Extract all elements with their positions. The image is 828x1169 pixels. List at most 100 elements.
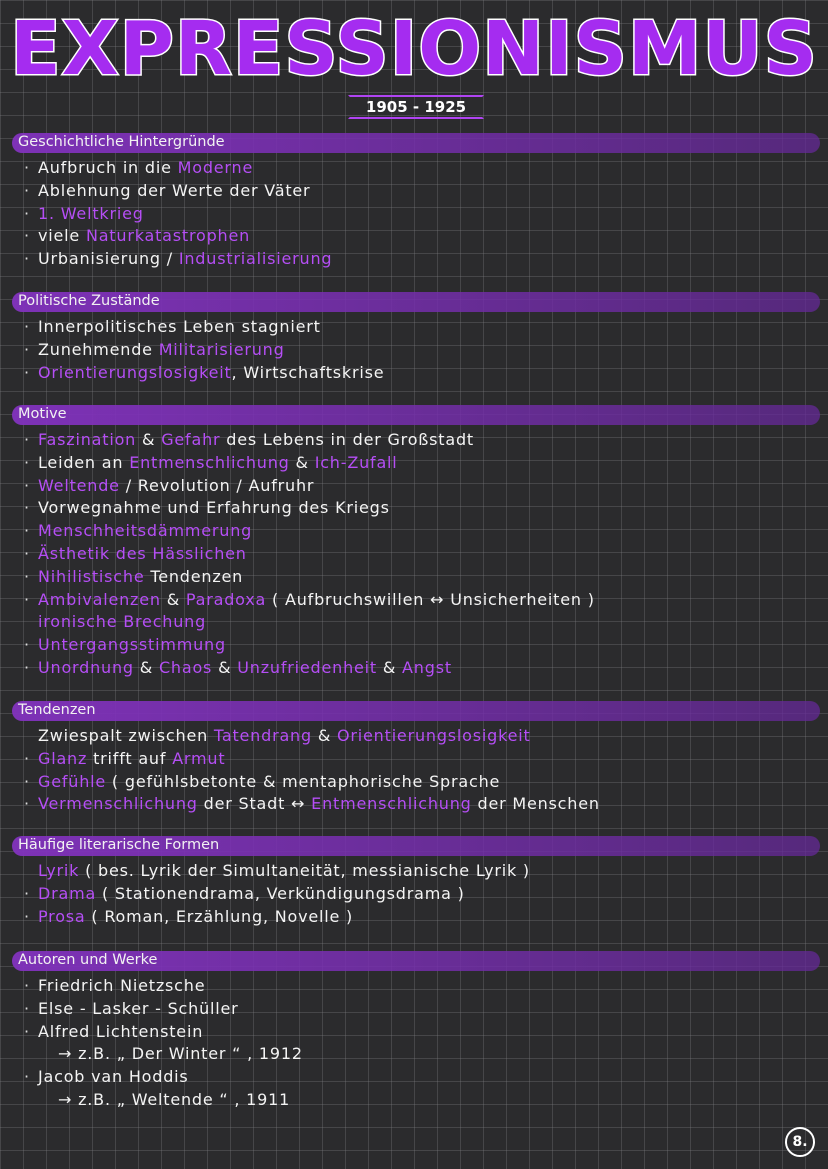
highlighted-term: Entmenschlichung	[129, 452, 290, 472]
list-item: ironische Brechung	[24, 612, 206, 632]
item-text: , Wirtschaftskrise	[231, 362, 385, 382]
list-item: · Ablehnung der Werte der Väter	[24, 181, 310, 201]
item-text: &	[289, 452, 315, 472]
bullet-mark: ·	[24, 748, 30, 768]
page-number-badge: 8.	[785, 1127, 815, 1157]
list-item: ·Menschheitsdämmerung	[24, 521, 252, 541]
highlighted-term: Tatendrang	[213, 726, 312, 745]
list-item: · Jacob van Hoddis	[24, 1067, 189, 1087]
highlighted-term: Nihilistische	[38, 566, 145, 586]
section-heading: Häufige literarische Formen	[18, 837, 220, 853]
item-text: Aufbruch in die	[38, 158, 178, 177]
list-item: · Ästhetik des Hässlichen	[24, 544, 247, 564]
item-text: ( Stationendrama, Verkündigungsdrama )	[96, 883, 465, 903]
highlighted-term: Chaos	[158, 658, 213, 677]
item-text: Innerpolitisches Leben stagniert	[38, 317, 321, 336]
bullet-mark: ·	[24, 339, 30, 359]
bullet-mark: ·	[24, 998, 30, 1018]
bullet-mark: ·	[24, 635, 30, 655]
list-item: ·1. Weltkrieg	[24, 204, 144, 224]
highlighted-term: Militarisierung	[158, 339, 285, 359]
bullet-mark: ·	[24, 249, 30, 269]
bullet-mark: ·	[24, 498, 30, 518]
item-text: Urbanisierung /	[38, 249, 179, 269]
highlighted-term: Entmenschlichung	[311, 794, 472, 814]
item-text: &	[133, 658, 159, 677]
item-text: ( Aufbruchswillen ↔ Unsicherheiten )	[266, 589, 595, 609]
bullet-mark: ·	[24, 771, 30, 791]
highlighted-term: Orientierungslosigkeit	[337, 726, 531, 745]
bullet-mark: ·	[24, 158, 30, 177]
bullet-mark: ·	[24, 658, 30, 677]
section-heading: Autoren und Werke	[18, 952, 158, 968]
list-item: ·Weltende / Revolution / Aufruhr	[24, 476, 314, 496]
item-text: ( gefühlsbetonte & mentaphorische Sprach…	[106, 771, 501, 791]
item-text: Vorwegnahme und Erfahrung des Kriegs	[38, 498, 390, 518]
list-item: · Gefühle ( gefühlsbetonte & mentaphorisc…	[24, 772, 500, 792]
list-item: ·Leiden an Entmenschlichung & Ich-Zufall	[24, 453, 398, 473]
list-item: · Aufbruch in die Moderne	[24, 158, 253, 178]
list-item: ·viele Naturkatastrophen	[24, 226, 250, 246]
highlighted-term: Lyrik	[38, 861, 80, 880]
list-item: · Nihilistische Tendenzen	[24, 567, 243, 587]
highlighted-term: Vermenschlichung	[38, 794, 198, 814]
item-text: Jacob van Hoddis	[38, 1067, 189, 1087]
list-item: · Else - Lasker - Schüller	[24, 999, 239, 1019]
item-text: / Revolution / Aufruhr	[119, 475, 315, 495]
page-title: EXPRESSIONISMUS	[9, 5, 819, 94]
bullet-mark: ·	[24, 452, 30, 472]
item-text: Alfred Lichtenstein	[38, 1021, 204, 1041]
bullet-mark: ·	[24, 544, 30, 563]
item-text: &	[376, 658, 403, 677]
item-text: Ablehnung der Werte der Väter	[38, 180, 311, 200]
item-text: Else - Lasker - Schüller	[38, 998, 239, 1018]
bullet-mark: ·	[24, 430, 30, 449]
highlighted-term: Faszination	[38, 430, 137, 449]
list-item: ·Urbanisierung / Industrialisierung	[24, 249, 332, 269]
highlighted-term: Untergangsstimmung	[38, 635, 226, 655]
bullet-mark: ·	[24, 794, 30, 814]
list-item: ·Ambivalenzen & Paradoxa ( Aufbruchswill…	[24, 590, 595, 610]
bullet-mark: ·	[24, 203, 30, 223]
bullet-mark: ·	[24, 1067, 30, 1087]
bullet-mark: ·	[24, 906, 30, 926]
item-text: Leiden an	[38, 452, 130, 472]
item-text: Friedrich Nietzsche	[38, 976, 206, 995]
highlighted-term: Armut	[172, 748, 226, 768]
bullet-mark: ·	[24, 566, 30, 586]
section-heading-band: Häufige literarische Formen	[12, 836, 820, 856]
highlighted-term: Paradoxa	[185, 589, 267, 609]
section-heading: Tendenzen	[18, 702, 96, 718]
highlighted-term: Gefahr	[161, 430, 221, 449]
item-text: &	[136, 430, 162, 449]
highlighted-term: Ambivalenzen	[38, 589, 161, 609]
list-item: ·Friedrich Nietzsche	[24, 976, 205, 996]
bullet-mark: ·	[24, 180, 30, 200]
list-item: → z.B. „ Der Winter “ , 1912	[44, 1044, 303, 1064]
item-text: Tendenzen	[144, 566, 244, 586]
item-text: Zunehmende	[38, 339, 159, 359]
item-text: &	[212, 658, 238, 677]
highlighted-term: Angst	[402, 658, 452, 677]
list-item: · Untergangsstimmung	[24, 635, 226, 655]
section-heading-band: Tendenzen	[12, 701, 820, 721]
item-text: viele	[38, 226, 86, 246]
year-range-banner: 1905 - 1925	[348, 95, 484, 119]
highlighted-term: Moderne	[177, 158, 254, 177]
highlighted-term: Ästhetik des Hässlichen	[38, 544, 247, 563]
highlighted-term: Unordnung	[38, 658, 134, 677]
highlighted-term: Drama	[38, 883, 97, 903]
list-item: ·Unordnung & Chaos & Unzufriedenheit & A…	[24, 658, 452, 678]
section-heading-band: Autoren und Werke	[12, 951, 820, 971]
item-text: → z.B. „ Weltende “ , 1911	[58, 1090, 291, 1109]
highlighted-term: Gefühle	[38, 771, 107, 791]
bullet-mark: ·	[24, 883, 30, 903]
list-item: ·Prosa ( Roman, Erzählung, Novelle )	[24, 907, 353, 927]
item-text: der Menschen	[471, 794, 600, 814]
bullet-mark: ·	[24, 226, 30, 246]
list-item: ·Orientierungslosigkeit, Wirtschaftskris…	[24, 363, 384, 383]
list-item: · Zunehmende Militarisierung	[24, 340, 285, 360]
page-number: 8.	[792, 1134, 808, 1150]
item-text: &	[311, 726, 338, 745]
bullet-mark: ·	[24, 521, 30, 541]
